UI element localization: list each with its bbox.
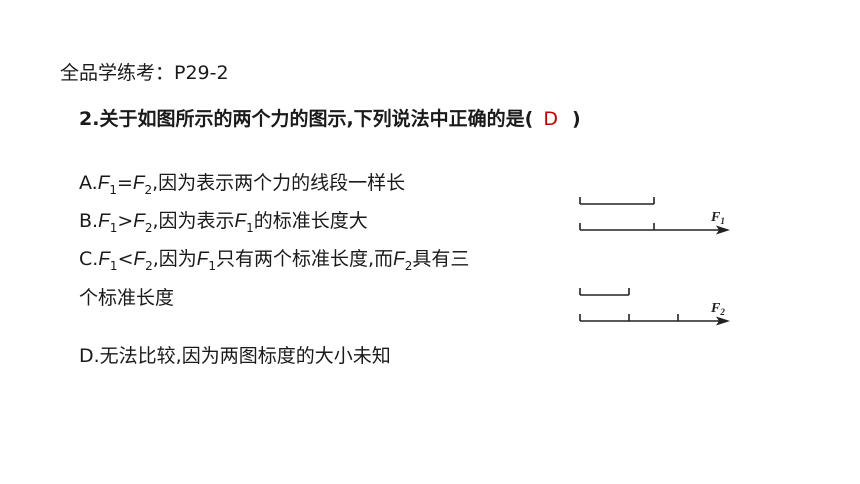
option-b: B.F1>F2,因为表示F1的标准长度大 [79,206,368,235]
subscript: 2 [144,220,153,235]
option-text: 的标准长度大 [253,210,368,232]
option-text: ,因为表示两个力的线段一样长 [152,172,406,194]
operator: < [117,248,134,270]
force-symbol: F [97,173,110,194]
option-letter: B. [79,210,99,232]
subscript: 2 [144,182,153,197]
operator: > [117,210,134,232]
f2-label: F2 [710,301,725,317]
answer-text: D [543,108,558,130]
force-symbol: F [234,211,247,232]
f2-force-arrow [579,314,730,326]
force-symbol: F [98,211,110,232]
option-c: C.F1<F2,因为F1只有两个标准长度,而F2具有三 [79,244,469,273]
question-text: 关于如图所示的两个力的图示,下列说法中正确的是( [99,108,534,130]
option-text: 无法比较,因为两图标度的大小未知 [99,345,391,367]
option-text: 只有两个标准长度,而 [216,248,394,270]
subscript: 1 [208,258,217,273]
operator: = [116,172,133,194]
subscript: 1 [109,220,118,235]
force-symbol: F [98,249,110,270]
force-symbol: F [196,249,209,270]
option-a: A.F1=F2,因为表示两个力的线段一样长 [79,168,405,197]
option-letter: C. [79,248,99,270]
f1-force-arrow [579,223,730,235]
option-d: D.无法比较,因为两图标度的大小未知 [79,341,391,368]
option-text: 具有三 [412,248,470,270]
force-symbol: F [133,249,146,270]
subscript: 2 [404,258,413,273]
subscript: 2 [145,258,153,273]
option-letter: D. [79,345,100,367]
subscript: 1 [109,258,118,273]
reference-text: 全品学练考：P29-2 [60,62,229,84]
force-symbol: F [132,173,145,194]
option-text: ,因为 [152,248,197,270]
question-stem: 2.关于如图所示的两个力的图示,下列说法中正确的是( D) [79,104,581,131]
force-diagram: F1 F2 [579,197,730,326]
option-text: 个标准长度 [79,287,175,309]
option-c-continued: 个标准长度 [79,283,174,310]
f1-label: F1 [710,210,725,226]
option-text: ,因为表示 [152,210,235,232]
force-symbol: F [393,249,405,270]
option-letter: A. [79,172,98,194]
force-symbol: F [133,211,145,232]
f2-scale-bar [579,288,630,296]
subscript: 1 [246,220,254,235]
question-number: 2. [79,108,100,130]
question-close: ) [572,108,581,130]
f1-scale-bar [579,197,655,205]
subscript: 1 [109,182,117,197]
